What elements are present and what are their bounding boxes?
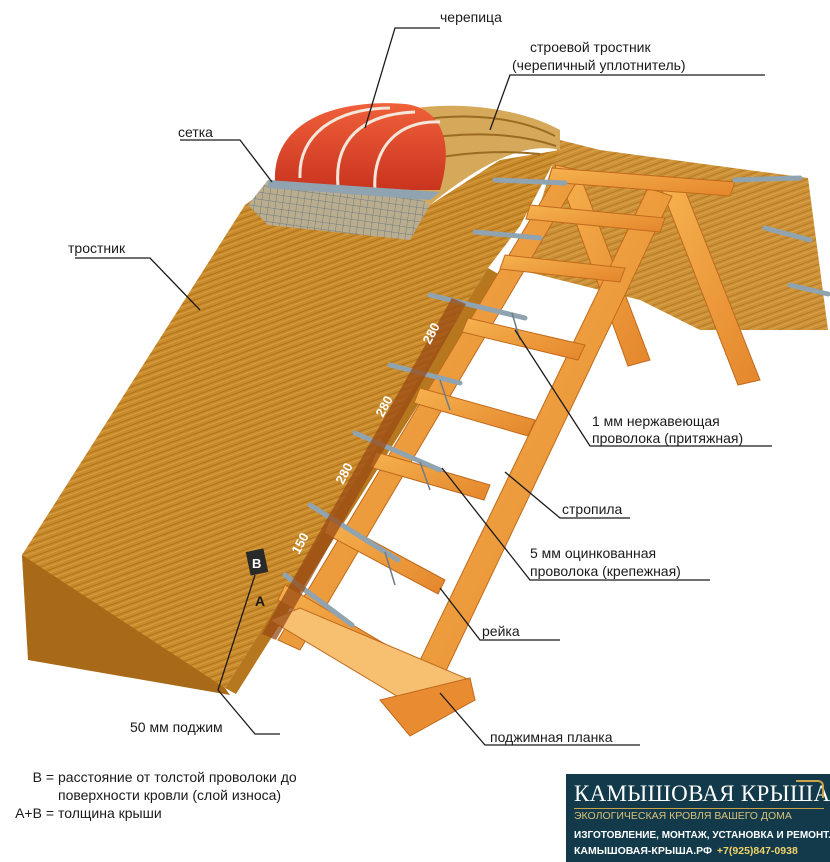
tie-wires xyxy=(384,312,521,586)
ridge-tile xyxy=(268,103,446,200)
label-ridge-reed: строевой тростник xyxy=(530,39,651,55)
legend-row-b: В = расстояние от толстой проволоки до п… xyxy=(12,768,312,804)
label-wire-tie-note: проволока (притяжная) xyxy=(592,430,743,446)
marker-b: В xyxy=(252,556,261,571)
label-rafter: стропила xyxy=(562,501,623,517)
label-reed: тростник xyxy=(68,240,126,256)
legend-row-ab: А+В = толщина крыши xyxy=(12,804,312,822)
brand-corner-ornament xyxy=(796,780,824,798)
label-mesh: сетка xyxy=(178,124,213,140)
brand-phone-link[interactable]: +7(925)847-0938 xyxy=(716,845,798,857)
label-wire-fix: 5 мм оцинкованная xyxy=(530,545,656,561)
legend-key-b: В = xyxy=(32,769,54,785)
fixing-wires xyxy=(282,175,830,628)
marker-a: А xyxy=(255,593,265,609)
label-clamp: 50 мм поджим xyxy=(130,719,223,735)
legend-text-ab: толщина крыши xyxy=(58,805,162,821)
label-wire-tie: 1 мм нержавеющая xyxy=(592,413,720,429)
brand-contact: КАМЫШОВАЯ-КРЫША.РФ +7(925)847-0938 xyxy=(574,845,824,858)
label-ridge-reed-note: (черепичный уплотнитель) xyxy=(512,57,686,73)
legend-text-b: расстояние от толстой проволоки до повер… xyxy=(58,769,297,803)
legend-key-ab: А+В = xyxy=(15,805,54,821)
callout-labels: черепица строевой тростник (черепичный у… xyxy=(68,9,743,745)
label-batten: рейка xyxy=(482,623,520,639)
leader-lines xyxy=(75,27,772,746)
brand-subtitle: ЭКОЛОГИЧЕСКАЯ КРОВЛЯ ВАШЕГО ДОМА xyxy=(574,808,824,823)
brand-title: КАМЫШОВАЯ КРЫША xyxy=(574,781,830,806)
brand-site-link[interactable]: КАМЫШОВАЯ-КРЫША.РФ xyxy=(574,845,712,857)
brand-services: ИЗГОТОВЛЕНИЕ, МОНТАЖ, УСТАНОВКА И РЕМОНТ… xyxy=(574,830,830,841)
label-tile: черепица xyxy=(440,9,502,25)
label-clamp-board: поджимная планка xyxy=(490,729,613,745)
reed-back-slope xyxy=(520,140,828,330)
legend: В = расстояние от толстой проволоки до п… xyxy=(12,768,312,822)
label-wire-fix-note: проволока (крепежная) xyxy=(530,563,681,579)
brand-banner: КАМЫШОВАЯ КРЫША ЭКОЛОГИЧЕСКАЯ КРОВЛЯ ВАШ… xyxy=(566,774,830,862)
